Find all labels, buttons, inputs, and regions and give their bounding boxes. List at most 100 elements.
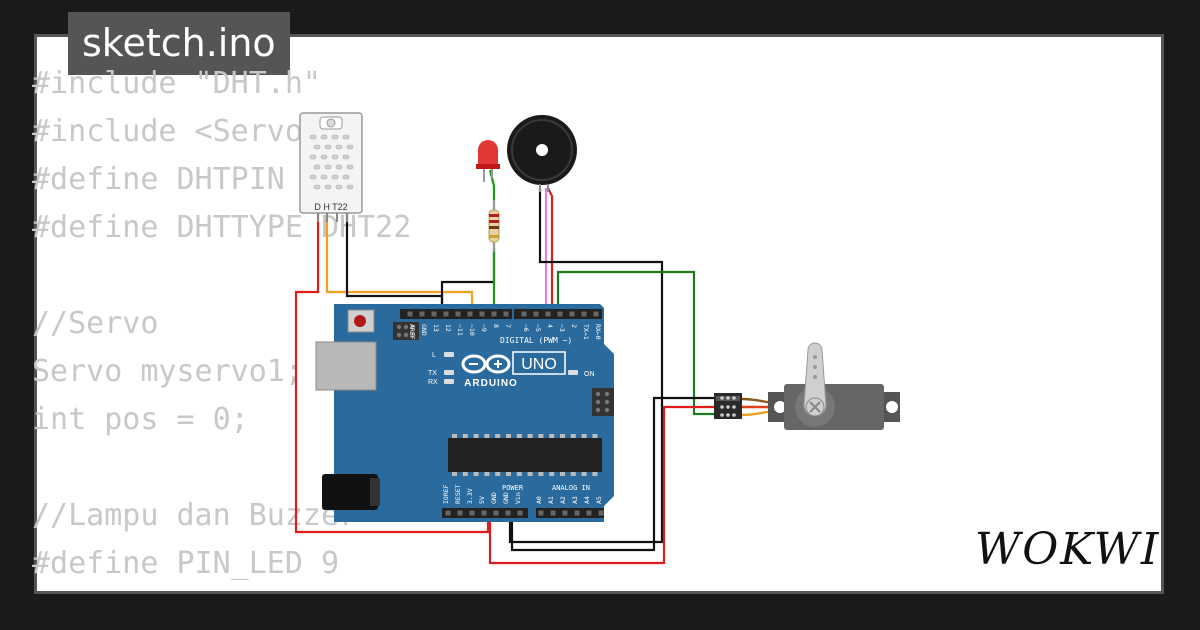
file-tab[interactable]: sketch.ino: [68, 12, 290, 75]
analog-pin-label: A5: [595, 496, 603, 504]
analog-pin[interactable]: [574, 510, 580, 516]
microcontroller-chip: [448, 434, 602, 476]
power-label: POWER: [502, 484, 524, 492]
analog-pin[interactable]: [562, 510, 568, 516]
code-background: #include "DHT.h"#include <Servo.h>#defin…: [32, 60, 411, 588]
reset-button[interactable]: [347, 309, 375, 333]
power-pin[interactable]: [457, 510, 463, 516]
wire-orange-dht-data: [325, 212, 474, 314]
power-pin-label: Vin: [514, 492, 522, 504]
led-label-rx: RX: [428, 379, 438, 386]
code-line: //Servo: [32, 306, 159, 341]
digital-pin[interactable]: [407, 311, 413, 317]
code-line: Servo myservo1;: [32, 354, 303, 389]
wire-red-buzzer: [547, 187, 554, 310]
icsp-header-right: [592, 388, 614, 416]
analog-pin[interactable]: [550, 510, 556, 516]
digital-pin[interactable]: [443, 311, 449, 317]
wire-red-servo-vcc: [488, 405, 718, 565]
digital-pin-label: ~5: [534, 324, 542, 332]
analog-pin-header[interactable]: [536, 508, 604, 518]
digital-pin[interactable]: [581, 311, 587, 317]
digital-pin-label: 8: [492, 324, 500, 328]
resistor[interactable]: [488, 200, 500, 252]
wire-red-dht-vcc: [294, 212, 490, 534]
digital-pin-label: GND: [420, 324, 428, 336]
dht22-sensor[interactable]: D H T22: [299, 112, 363, 222]
digital-pin-label: 2: [570, 324, 578, 328]
digital-pin[interactable]: [467, 311, 473, 317]
analog-pin[interactable]: [586, 510, 592, 516]
servo-motor[interactable]: [714, 342, 900, 430]
digital-pin[interactable]: [569, 311, 575, 317]
code-line: #define DHTTYPE DHT22: [32, 210, 412, 245]
icsp-header-top: [393, 322, 419, 340]
board-brand: ARDUINO: [464, 378, 518, 389]
wires: [294, 169, 718, 565]
led-label-tx: TX: [428, 370, 437, 377]
power-pin[interactable]: [517, 510, 523, 516]
led-label-l: L: [432, 352, 436, 359]
power-jack: [322, 474, 378, 510]
red-led[interactable]: [476, 140, 500, 182]
digital-pin-label: 7: [504, 324, 512, 328]
digital-pin[interactable]: [593, 311, 599, 317]
arduino-logo: UNO ARDUINO: [461, 351, 566, 389]
analog-pin-label: A4: [583, 496, 591, 504]
code-line: #define PIN_LED 9: [32, 546, 340, 581]
on-label: ON: [584, 371, 595, 378]
analog-pin-label: A1: [547, 496, 555, 504]
digital-pin-label: 4: [546, 324, 554, 328]
power-pin[interactable]: [505, 510, 511, 516]
digital-pin-label: 13: [432, 324, 440, 332]
power-pin-label: RESET: [454, 484, 462, 504]
digital-pin-label: ~6: [522, 324, 530, 332]
analog-pin-label: A2: [559, 496, 567, 504]
code-line: int pos = 0;: [32, 402, 249, 437]
servo-horn: [803, 342, 827, 417]
digital-pin[interactable]: [521, 311, 527, 317]
usb-port: [315, 341, 377, 391]
wire-green-servo: [556, 270, 718, 416]
digital-pin[interactable]: [557, 311, 563, 317]
digital-pin-label: TX→1: [582, 324, 590, 340]
buzzer[interactable]: [507, 115, 577, 192]
digital-pin[interactable]: [503, 311, 509, 317]
analog-pin[interactable]: [538, 510, 544, 516]
power-pin-header[interactable]: [442, 508, 528, 518]
digital-pin-label: ~3: [558, 324, 566, 332]
dht22-vent-grid: [309, 134, 354, 190]
digital-pin[interactable]: [431, 311, 437, 317]
digital-pin-label: ~11: [456, 324, 464, 336]
digital-pin[interactable]: [533, 311, 539, 317]
digital-pin-label: RX←0: [594, 324, 602, 340]
digital-pin[interactable]: [419, 311, 425, 317]
board-model: UNO: [521, 356, 557, 373]
digital-pin[interactable]: [479, 311, 485, 317]
power-pin-label: 5V: [478, 496, 486, 504]
digital-pin[interactable]: [545, 311, 551, 317]
power-pin-label: GND: [490, 492, 498, 504]
digital-pin-label: ~10: [468, 324, 476, 336]
analog-label: ANALOG IN: [552, 484, 590, 492]
digital-pin[interactable]: [455, 311, 461, 317]
code-line: #include "DHT.h": [32, 66, 321, 101]
wokwi-logo: WOKWI: [975, 524, 1161, 575]
digital-pin[interactable]: [491, 311, 497, 317]
analog-pin-label: A0: [535, 496, 543, 504]
power-pin[interactable]: [469, 510, 475, 516]
digital-label: DIGITAL (PWM ~): [500, 336, 572, 345]
power-pin-label: IOREF: [442, 484, 450, 504]
wire-black-dht-gnd: [345, 212, 444, 314]
power-pin[interactable]: [493, 510, 499, 516]
analog-pin[interactable]: [598, 510, 604, 516]
wire-black-servo-gnd: [510, 396, 718, 552]
power-pin[interactable]: [445, 510, 451, 516]
power-pin-label: GND: [502, 492, 510, 504]
power-pin[interactable]: [481, 510, 487, 516]
analog-pin-label: A3: [571, 496, 579, 504]
